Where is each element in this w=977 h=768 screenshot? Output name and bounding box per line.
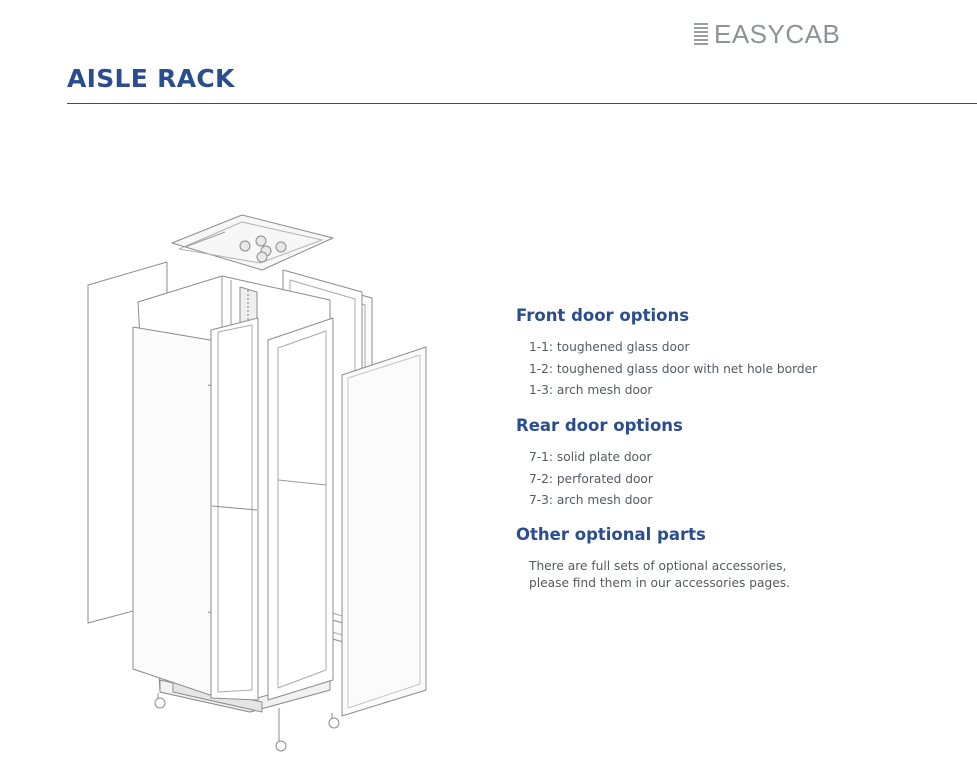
fan-4: [275, 241, 287, 253]
list-item: 7-1: solid plate door: [529, 450, 652, 464]
list-item: 1-1: toughened glass door: [529, 340, 690, 354]
caster-3: [328, 717, 340, 729]
other-optional-parts-heading: Other optional parts: [516, 525, 706, 544]
title-divider: [67, 103, 977, 104]
brand-name: EASYCAB: [714, 18, 841, 49]
fan-5: [256, 251, 268, 263]
glass-door-frame: [267, 317, 334, 701]
list-item: 7-2: perforated door: [529, 471, 653, 486]
top-panel: [171, 214, 334, 271]
list-item: 7-3: arch mesh door: [529, 493, 653, 507]
front-door-options-list: 1-1: toughened glass door 1-2: toughened…: [529, 337, 817, 402]
rack-cabinet-illustration: [87, 214, 427, 752]
paragraph-line: please find them in our accessories page…: [529, 575, 790, 590]
page-title: AISLE RACK: [67, 64, 235, 93]
paragraph-line: There are full sets of optional accessor…: [529, 559, 787, 573]
list-item: 1-3: arch mesh door: [529, 383, 653, 397]
list-item: 1-2: toughened glass door with net hole …: [529, 361, 818, 376]
front-door-options-heading: Front door options: [516, 306, 690, 325]
front-frame-strip: [210, 317, 259, 701]
rear-door-options-heading: Rear door options: [516, 416, 683, 435]
front-door: [132, 326, 217, 698]
right-door: [341, 346, 427, 717]
caster-2: [275, 740, 287, 752]
brand-logo: EASYCAB: [694, 18, 840, 50]
other-optional-parts-text: There are full sets of optional accessor…: [529, 558, 790, 591]
fan-2: [255, 235, 267, 247]
stacked-lines-icon: [694, 23, 708, 45]
rear-door-options-list: 7-1: solid plate door 7-2: perforated do…: [529, 447, 653, 512]
caster-1: [154, 697, 166, 709]
fan-1: [239, 240, 251, 252]
